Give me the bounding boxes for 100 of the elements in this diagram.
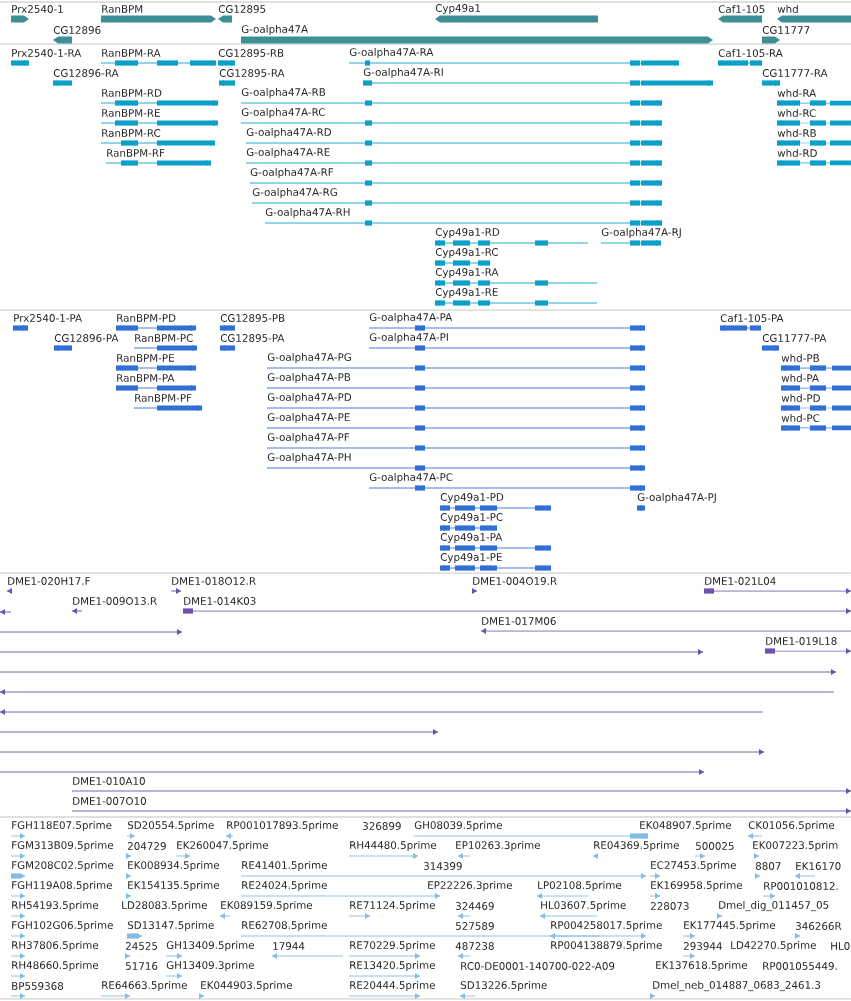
feature-label: RE70229.5prime [350, 941, 435, 951]
feature-label: Cyp49a1-PA [440, 533, 503, 543]
feature-label: G-oalpha47A-RA [349, 48, 434, 58]
feature-label: EK008934.5prime [128, 861, 220, 871]
feature-label: DME1-018O12.R [172, 577, 256, 585]
feature-label: RE41401.5prime [242, 861, 327, 871]
feature-label: whd-RA [777, 89, 817, 97]
feature-label: 487238 [455, 942, 494, 950]
feature-label: GH08039.5prime [414, 821, 502, 831]
feature-label: Prx2540-1-PA [14, 314, 82, 322]
feature-label: BP559368 [12, 982, 64, 990]
feature-label: G-oalpha47A-RG [252, 188, 337, 198]
feature-label: RC0-DE0001-140700-022-A09 [461, 962, 615, 970]
feature-label: FGM208C02.5prime [12, 861, 114, 871]
feature-label: 527589 [456, 922, 494, 930]
feature-label: RanBPM-PD [117, 314, 176, 322]
feature-label: 204729 [127, 842, 166, 850]
feature-label: whd-RD [777, 149, 817, 157]
feature-label: RE20444.5prime [350, 981, 435, 991]
feature-label: G-oalpha47A-RF [250, 168, 334, 178]
feature-label: 500025 [696, 842, 734, 850]
feature-label: Cyp49a1-PC [440, 513, 503, 523]
feature-label: G-oalpha47A-PJ [637, 493, 716, 503]
feature-label: DME1-020H17.F [8, 577, 90, 585]
feature-label: RE71124.5prime [350, 901, 435, 911]
feature-label: G-oalpha47A-RH [265, 208, 350, 218]
feature-label: DME1-009O13.R [73, 597, 157, 605]
feature-label: whd-PB [781, 354, 819, 362]
feature-label: 346266R [796, 922, 842, 930]
feature-label: CG12895-PA [220, 334, 285, 342]
feature-label: Cyp49a1-PD [440, 493, 504, 503]
feature-label: EK137618.5prime [656, 961, 748, 971]
feature-label: 326899 [363, 822, 401, 830]
feature-label: CG12895-RB [218, 49, 284, 57]
feature-label: G-oalpha47A-PA [369, 313, 453, 323]
feature-label: G-oalpha47A-RI [363, 68, 443, 78]
feature-label: G-oalpha47A-PI [369, 333, 448, 343]
feature-label: whd-PD [781, 394, 820, 402]
feature-label: 324469 [456, 902, 494, 910]
feature-label: RanBPM-PE [117, 354, 174, 362]
feature-label: LD42270.5prime [731, 941, 816, 951]
feature-label: G-oalpha47A-RD [246, 128, 332, 138]
feature-label: RP001055449. [763, 962, 837, 970]
feature-label: 51716 [126, 962, 158, 970]
feature-label: EK044903.5prime [201, 981, 293, 991]
feature-label: Cyp49a1 [435, 4, 481, 14]
feature-label: G-oalpha47A-PH [267, 453, 351, 463]
feature-label: LD28083.5prime [122, 901, 207, 911]
feature-label: RE13420.5prime [350, 961, 435, 971]
feature-label: 24525 [125, 942, 158, 950]
feature-label: G-oalpha47A-PE [267, 413, 350, 423]
feature-label: FGH102G06.5prime [12, 921, 113, 931]
feature-label: GH13409.5prime [166, 941, 254, 951]
feature-label: HL03607.5prime [541, 901, 626, 911]
feature-label: G-oalpha47A-RB [241, 88, 326, 98]
feature-label: EP10263.3prime [456, 841, 540, 851]
feature-label: CG12895 [218, 5, 266, 13]
feature-label: CG11777 [762, 26, 810, 34]
feature-label: EK089159.5prime [221, 901, 313, 911]
feature-label: EC27453.5prime [651, 861, 736, 871]
feature-label: FGH119A08.5prime [12, 881, 112, 891]
feature-label: HL0 [831, 942, 850, 950]
feature-label: EK169958.5prime [651, 881, 743, 891]
feature-label: RE62708.5prime [242, 921, 327, 931]
feature-label: Prx2540-1 [12, 5, 63, 13]
feature-label: RanBPM-PF [135, 394, 192, 402]
feature-label: RH44480.5prime [350, 841, 437, 851]
feature-label: EP22226.3prime [428, 881, 512, 891]
feature-label: CG11777-PA [762, 334, 827, 342]
feature-label: DME1-010A10 [73, 777, 145, 785]
feature-label: RH48660.5prime [12, 961, 99, 971]
feature-label: Cyp49a1-PE [440, 553, 502, 563]
feature-label: CK01056.5prime [748, 821, 835, 831]
feature-label: whd [777, 5, 798, 13]
feature-label: G-oalpha47A-PC [369, 473, 453, 483]
feature-label: CG12895-PB [220, 314, 285, 322]
feature-label: Cyp49a1-RE [435, 288, 498, 298]
feature-label: whd-PA [781, 374, 819, 382]
feature-label: EK177445.5prime [684, 921, 776, 931]
feature-label: RanBPM-RA [102, 49, 161, 57]
feature-label: 17944 [273, 942, 305, 950]
feature-label: DME1-021L04 [705, 577, 776, 585]
feature-label: G-oalpha47A-PG [267, 353, 351, 363]
feature-label: DME1-007O10 [73, 797, 146, 805]
feature-label: RanBPM [102, 5, 143, 13]
feature-label: 314399 [424, 862, 462, 870]
feature-label: G-oalpha47A-PD [267, 393, 352, 403]
feature-label: EK154135.5prime [128, 881, 220, 891]
feature-label: Prx2540-1-RA [12, 49, 82, 57]
feature-label: CG11777-RA [762, 69, 828, 77]
feature-label: RanBPM-PA [117, 374, 175, 382]
feature-label: Cyp49a1-RA [435, 268, 499, 278]
feature-label: 228073 [650, 902, 689, 910]
feature-label: EK048907.5prime [640, 821, 732, 831]
feature-label: Dmel_neb_014887_0683_2461.3 [653, 980, 821, 992]
feature-label: whd-RB [777, 129, 816, 137]
feature-label: 293944 [683, 942, 722, 950]
feature-label: G-oalpha47A [241, 25, 308, 35]
feature-label: DME1-014K03 [184, 597, 256, 605]
feature-label: RP004258017.5prime [551, 921, 662, 931]
